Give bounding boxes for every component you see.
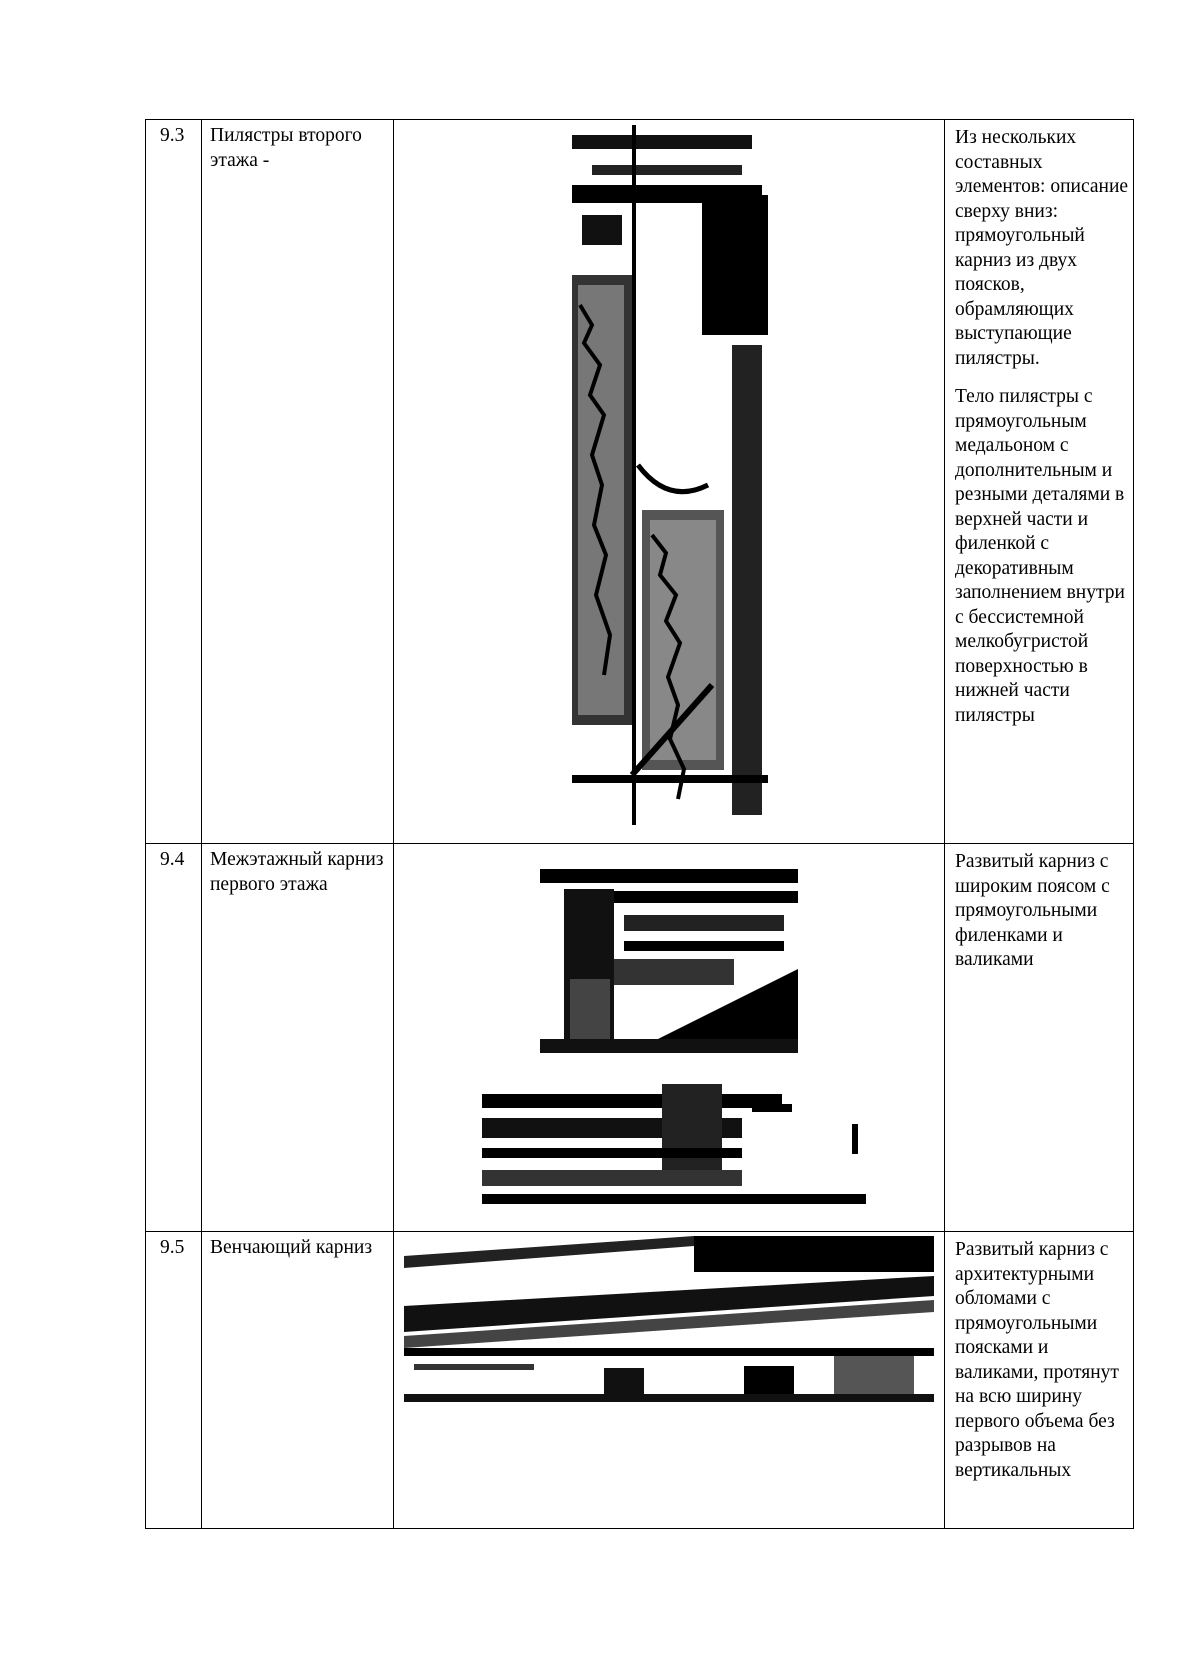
description-paragraph: Из нескольких составных элементов: описа… xyxy=(955,127,1129,369)
element-name: Пилястры второго этажа - xyxy=(210,125,362,171)
row-number: 9.3 xyxy=(160,125,185,146)
description: Из нескольких составных элементов: описа… xyxy=(945,120,1133,728)
photo-cell xyxy=(393,119,945,844)
table-row: 9.4 Межэтажный карниз первого этажа xyxy=(145,843,1134,1232)
description: Развитый карниз с архитектурными обломам… xyxy=(955,1239,1119,1481)
element-name-cell: Венчающий карниз xyxy=(201,1231,394,1529)
description: Развитый карниз с широким поясом с прямо… xyxy=(955,851,1110,970)
cornice-photo-top xyxy=(540,869,798,1053)
description-cell: Развитый карниз с архитектурными обломам… xyxy=(944,1231,1134,1529)
description-cell: Развитый карниз с широким поясом с прямо… xyxy=(944,843,1134,1232)
element-name: Межэтажный карниз первого этажа xyxy=(210,849,384,895)
row-number: 9.5 xyxy=(160,1237,185,1258)
row-number-cell: 9.5 xyxy=(145,1231,202,1529)
elements-table: 9.3 Пилястры второго этажа - xyxy=(145,119,1134,1529)
element-name-cell: Пилястры второго этажа - xyxy=(201,119,394,844)
element-name-cell: Межэтажный карниз первого этажа xyxy=(201,843,394,1232)
row-number-cell: 9.3 xyxy=(145,119,202,844)
description-paragraph: Тело пилястры с прямоугольным медальоном… xyxy=(955,386,1125,726)
row-number-cell: 9.4 xyxy=(145,843,202,1232)
photo-cell xyxy=(393,1231,945,1529)
table-row: 9.3 Пилястры второго этажа - xyxy=(145,119,1134,844)
crowning-cornice-photo xyxy=(404,1236,934,1402)
element-name: Венчающий карниз xyxy=(210,1237,373,1258)
description-cell: Из нескольких составных элементов: описа… xyxy=(944,119,1134,844)
cornice-photo-bottom xyxy=(482,1074,866,1210)
pilaster-photo xyxy=(572,125,768,825)
table-row: 9.5 Венчающий карниз Развитый карниз с а… xyxy=(145,1231,1134,1529)
row-number: 9.4 xyxy=(160,849,185,870)
photo-cell xyxy=(393,843,945,1232)
